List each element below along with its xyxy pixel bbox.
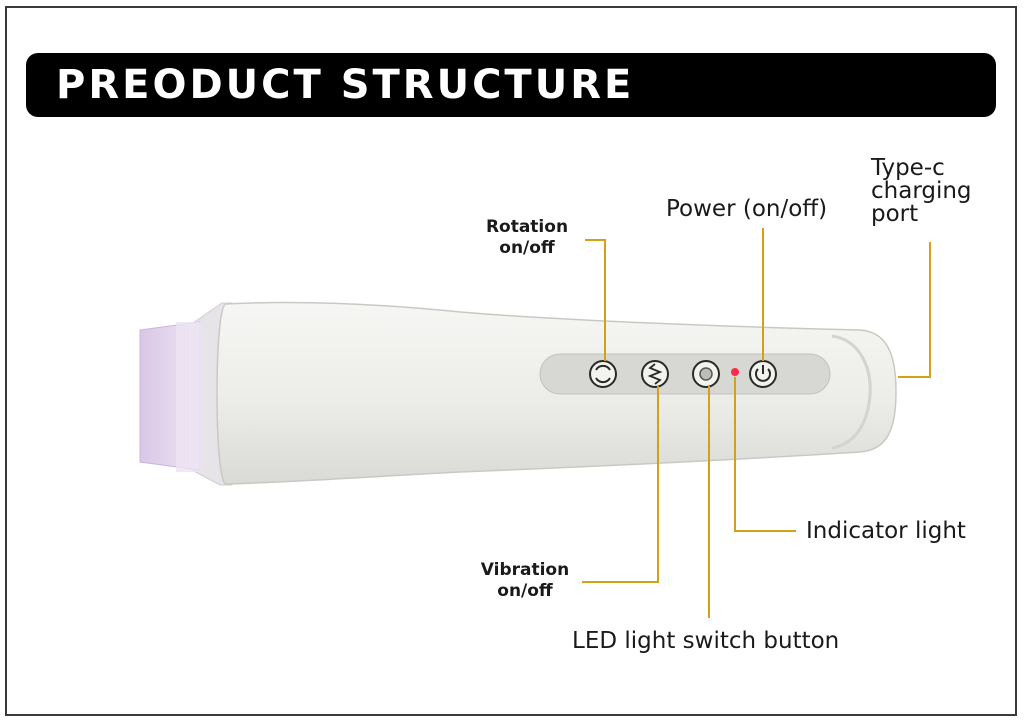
typec-label-line3: port	[871, 201, 919, 227]
rotation-label-line2: on/off	[499, 238, 555, 258]
rotation-label-line1: Rotation	[485, 217, 569, 237]
rotation-label: Rotation on/off	[472, 217, 582, 259]
indicator-leader	[734, 377, 796, 532]
typec-label: Type-c charging port	[871, 157, 972, 226]
led-icon	[692, 360, 720, 388]
typec-label-line2: charging	[871, 178, 972, 204]
control-panel	[539, 353, 831, 395]
indicator-label: Indicator light	[806, 518, 966, 544]
vibration-label-line1: Vibration	[480, 560, 570, 580]
typec-label-line1: Type-c	[871, 155, 945, 181]
vibration-leader	[582, 386, 659, 583]
power-icon	[749, 360, 777, 388]
indicator-light	[731, 368, 739, 376]
vibration-icon	[641, 360, 669, 388]
power-label: Power (on/off)	[666, 196, 828, 222]
vibration-label: Vibration on/off	[470, 560, 580, 602]
title-banner: PREODUCT STRUCTURE	[26, 53, 996, 117]
rotation-leader	[585, 239, 606, 361]
rotation-icon	[589, 360, 617, 388]
vibration-label-line2: on/off	[497, 581, 553, 601]
led-switch-label: LED light switch button	[572, 628, 840, 654]
leader-lines	[582, 228, 931, 618]
page-title: PREODUCT STRUCTURE	[56, 62, 635, 108]
typec-leader	[898, 242, 931, 378]
